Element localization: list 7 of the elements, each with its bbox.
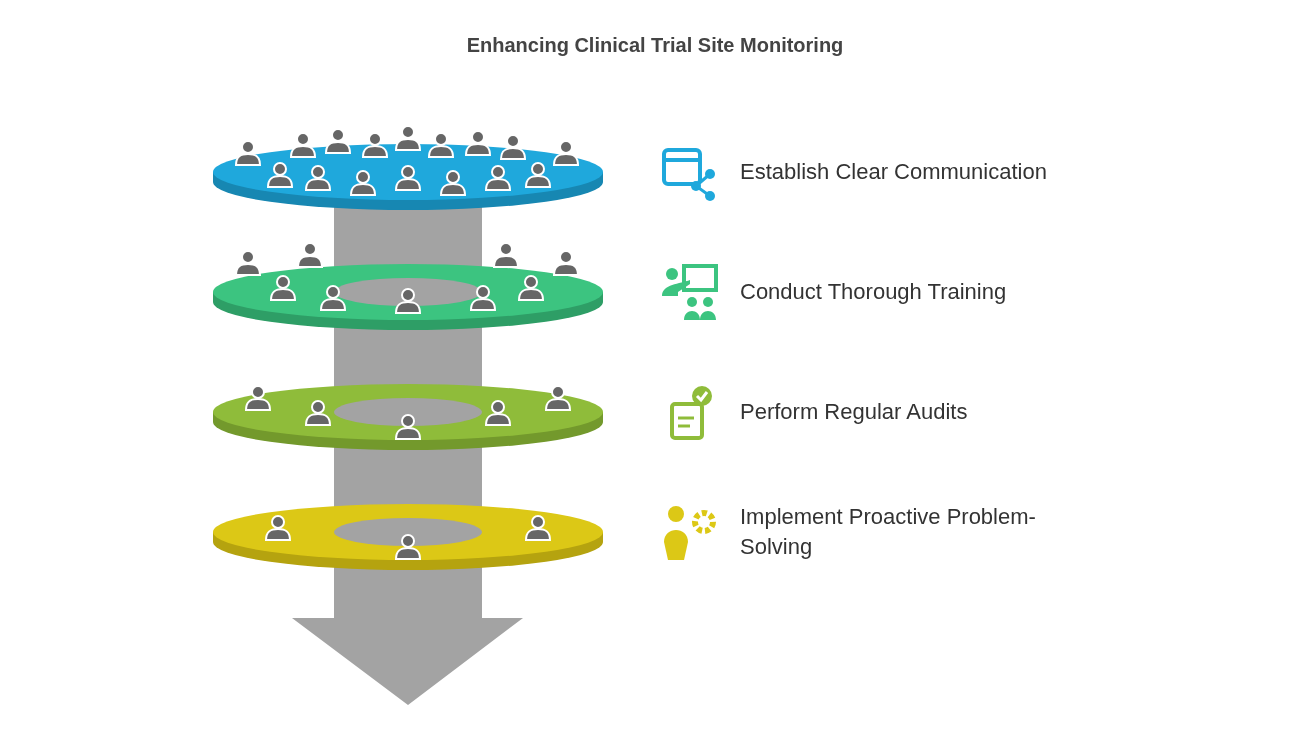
disc [211,382,605,452]
step-label: Implement Proactive Problem-Solving [740,503,1037,561]
step-label: Perform Regular Audits [740,398,969,426]
diagram-title: Enhancing Clinical Trial Site Monitoring [465,34,845,57]
disc [211,502,605,572]
step-label: Establish Clear Communication [740,158,1048,186]
step-label: Conduct Thorough Training [740,278,1008,306]
